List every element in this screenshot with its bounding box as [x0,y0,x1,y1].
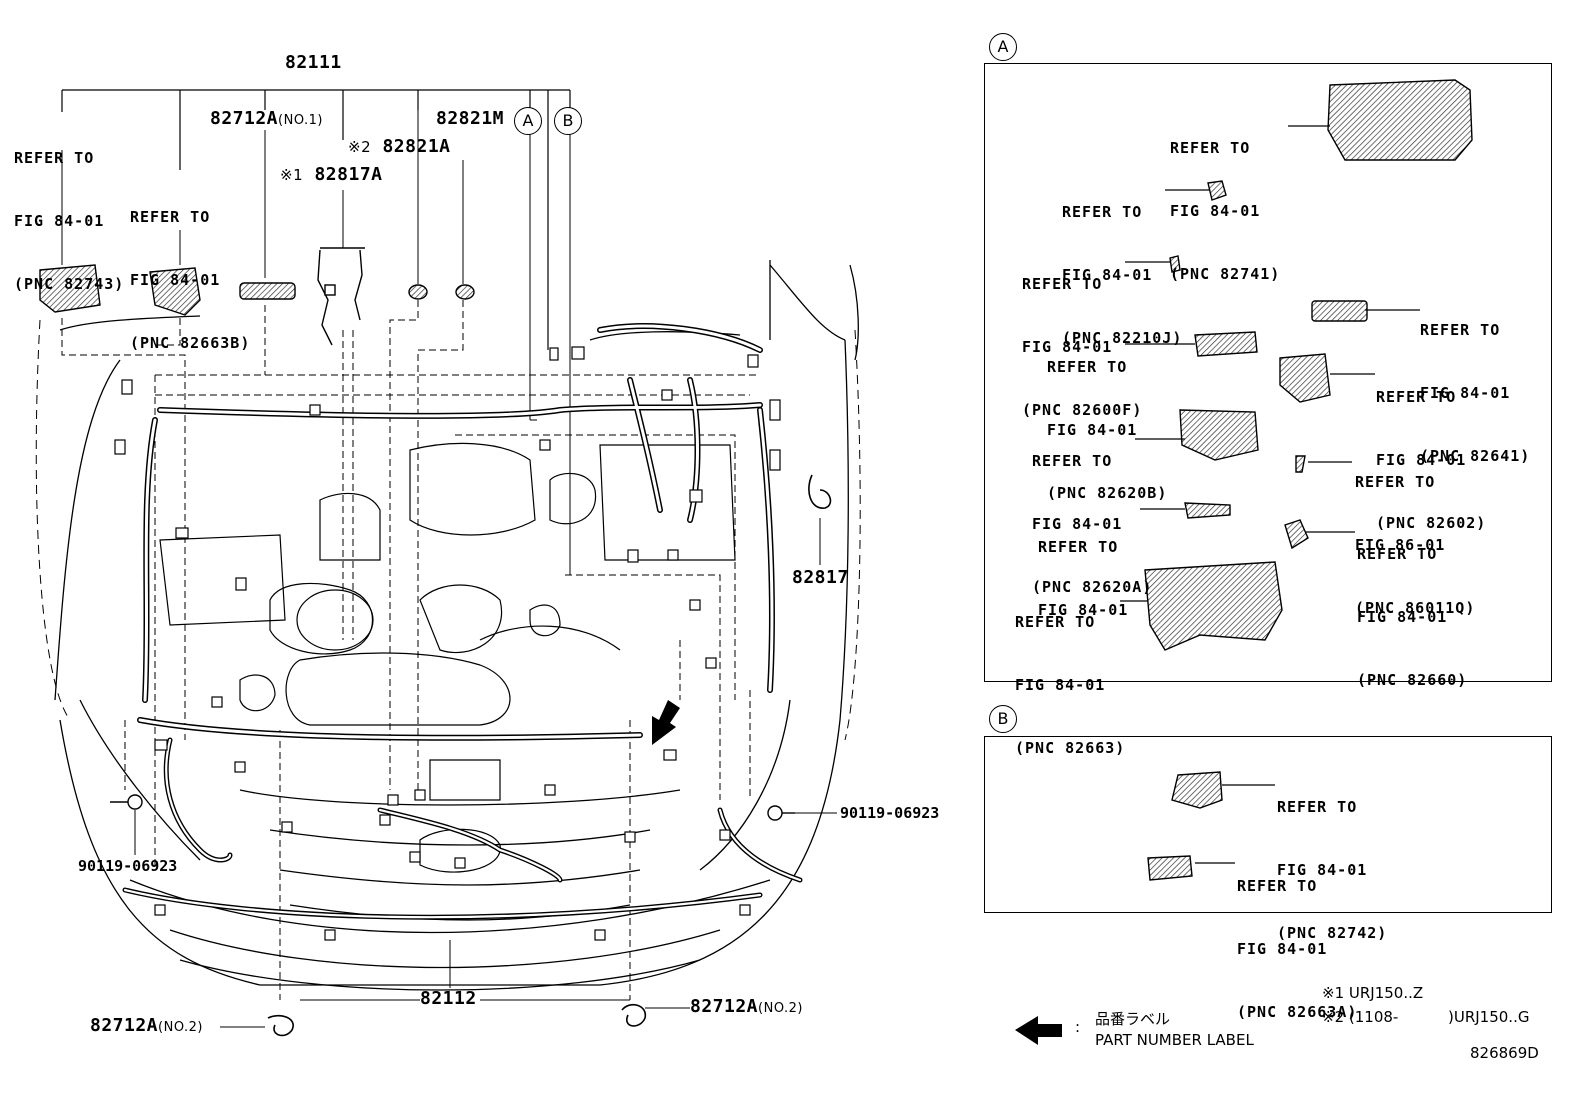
component-82817a [317,247,365,346]
part-number-82821a: ※2 82821A [348,136,451,157]
part-number-82821m: 82821M [436,108,505,129]
part-label-arrow-icon [652,700,680,745]
refer-fig84-01: REFER TO FIG 84-01 [1038,538,1129,619]
legend-colon: : [1075,1018,1081,1036]
diagram-id: 826869D [1470,1044,1539,1062]
component-82620b [1194,331,1258,357]
component-82602 [1279,353,1331,403]
component-fig84-01 [1184,502,1231,519]
legend-label-jp: 品番ラベル [1095,1010,1171,1028]
part-number-82712a-no2-left: 82712A(NO.2) [90,1015,204,1036]
marker-b: B [554,107,582,135]
component-82600f [1169,255,1181,273]
component-82663a [1147,855,1193,881]
component-82741 [1327,79,1473,161]
clip-82712a-no2-left [267,1014,294,1037]
marker-a: A [514,107,542,135]
component-82821m [455,284,475,300]
panel-a-marker: A [989,33,1017,61]
part-number-82817: 82817 [792,567,849,588]
part-number-82111: 82111 [285,52,342,73]
component-82660 [1284,519,1309,550]
component-82620a [1179,409,1259,461]
refer-82663: REFER TO FIG 84-01 (PNC 82663) [1015,613,1126,757]
panel-b [984,736,1552,913]
wire-harness-82112 [122,737,803,920]
refer-82641: REFER TO FIG 84-01 (PNC 82641) [1420,321,1531,465]
legend-label-en: PART NUMBER LABEL [1095,1031,1254,1049]
refer-82600f: REFER TO FIG 84-01 (PNC 82600F) [1022,275,1143,419]
clip-82712a-no2-right [621,1003,647,1027]
clip-82817 [808,474,832,509]
bolt-left-icon [110,794,143,810]
bolt-part-number-left: 90119-06923 [78,857,178,875]
component-82210j [1207,180,1227,201]
component-82663b [149,267,201,316]
leader-82111 [61,89,571,350]
refer-82602: REFER TO FIG 84-01 (PNC 82602) [1376,388,1487,532]
part-number-82112: 82112 [420,988,477,1009]
note-1: ※1 URJ150..Z [1322,984,1424,1002]
refer-86011q: REFER TO FIG 86-01 (PNC 86011Q) [1355,473,1476,617]
component-82663 [1144,561,1283,651]
refer-82743: REFER TO FIG 84-01 (PNC 82743) [14,149,125,293]
wire-harness-82111 [137,323,775,741]
refer-82660: REFER TO FIG 84-01 (PNC 82660) [1357,545,1468,689]
part-number-82712a-no1: 82712A(NO.1) [210,108,324,129]
refer-82742: REFER TO FIG 84-01 (PNC 82742) [1277,798,1388,942]
component-82821a [408,284,428,300]
component-82712a-no1 [239,282,296,300]
note-2-b: )URJ150..G [1448,1008,1530,1026]
component-86011q [1295,455,1306,473]
bolt-right-icon [767,805,795,821]
refer-82620b: REFER TO FIG 84-01 (PNC 82620B) [1047,358,1168,502]
part-number-82712a-no2-right: 82712A(NO.2) [690,996,804,1017]
note-2-a: ※2 (1108- [1322,1008,1399,1026]
refer-82663a: REFER TO FIG 84-01 (PNC 82663A) [1237,877,1358,1021]
bolt-part-number-right: 90119-06923 [840,804,940,822]
component-82742 [1171,771,1223,809]
refer-82210j: REFER TO FIG 84-01 (PNC 82210J) [1062,203,1183,347]
component-82641 [1311,300,1368,322]
panel-a [984,63,1552,682]
refer-82741: REFER TO FIG 84-01 (PNC 82741) [1170,139,1281,283]
panel-b-marker: B [989,705,1017,733]
part-number-82817a: ※1 82817A [280,164,383,185]
legend-arrow-icon [1015,1016,1062,1045]
refer-82620a: REFER TO FIG 84-01 (PNC 82620A) [1032,452,1153,596]
component-82743 [39,264,101,313]
refer-82663b: REFER TO FIG 84-01 (PNC 82663B) [130,208,251,352]
